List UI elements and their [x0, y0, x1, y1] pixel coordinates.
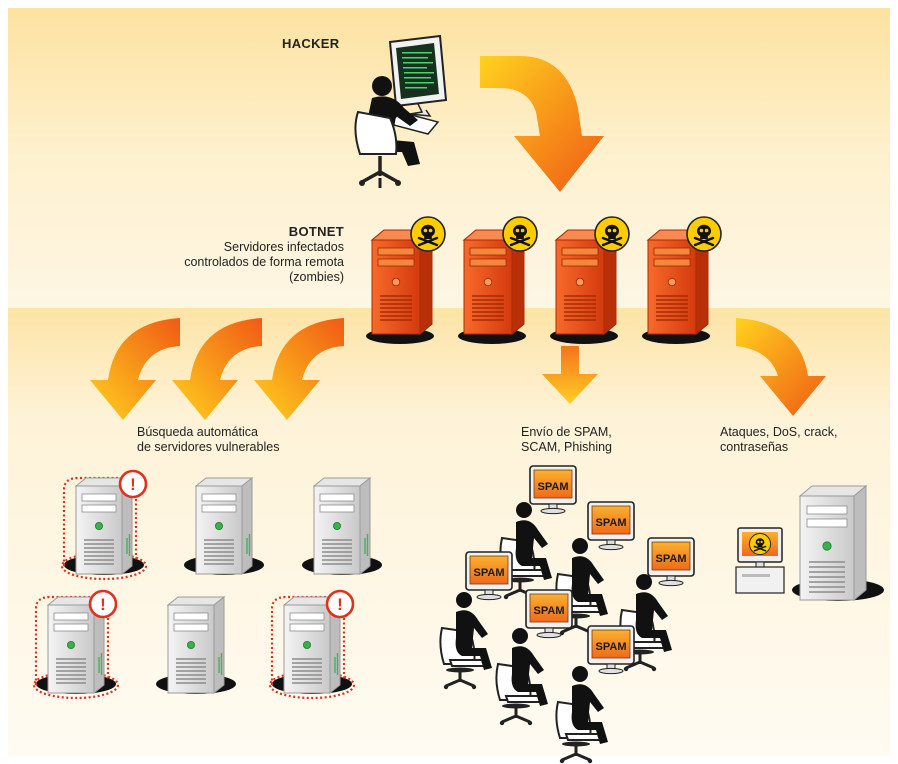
- skull-icon: [409, 215, 447, 253]
- warning-icon: !: [118, 469, 148, 499]
- spam-label-line-1: Envío de SPAM,: [521, 425, 612, 439]
- botnet-title: BOTNET: [288, 224, 344, 239]
- search-label-line-2: de servidores vulnerables: [137, 440, 280, 454]
- svg-text:SPAM: SPAM: [596, 641, 627, 653]
- botnet-desc-line-3: (zombies): [289, 270, 344, 284]
- botnet-desc-line-1: Servidores infectados: [223, 240, 344, 254]
- arrow-hacker-to-botnet: [480, 56, 604, 192]
- botnet-servers: [366, 215, 723, 344]
- svg-text:!: !: [130, 475, 136, 494]
- svg-text:SPAM: SPAM: [656, 553, 687, 565]
- svg-text:SPAM: SPAM: [534, 605, 565, 617]
- svg-text:SPAM: SPAM: [538, 481, 569, 493]
- search-label-line-1: Búsqueda automática: [137, 425, 258, 439]
- warning-icon: !: [325, 589, 355, 619]
- skull-icon: [748, 532, 772, 556]
- attack-target: [735, 484, 884, 602]
- arrow-to-attacks: [736, 318, 826, 416]
- svg-text:SPAM: SPAM: [596, 517, 627, 529]
- spam-workstations: SPAM SPAM SPAM SPAM SPAM SPAM: [438, 465, 695, 764]
- spam-label-line-2: SCAM, Phishing: [521, 440, 613, 454]
- svg-text:!: !: [100, 595, 106, 614]
- hacker-label: HACKER: [282, 36, 340, 51]
- hacker-workstation: [354, 34, 448, 188]
- skull-icon: [685, 215, 723, 253]
- attack-label-line-2: contraseñas: [720, 440, 789, 454]
- scanned-servers: ! ! !: [32, 469, 382, 700]
- skull-icon: [593, 215, 631, 253]
- arrow-to-spam: [542, 346, 598, 404]
- search-arrows: [90, 318, 344, 420]
- attack-label-line-1: Ataques, DoS, crack,: [720, 425, 838, 439]
- skull-icon: [501, 215, 539, 253]
- svg-text:SPAM: SPAM: [474, 567, 505, 579]
- top-band: [8, 8, 890, 308]
- warning-icon: !: [88, 589, 118, 619]
- botnet-desc-line-2: controlados de forma remota: [184, 255, 344, 269]
- svg-text:!: !: [337, 595, 343, 614]
